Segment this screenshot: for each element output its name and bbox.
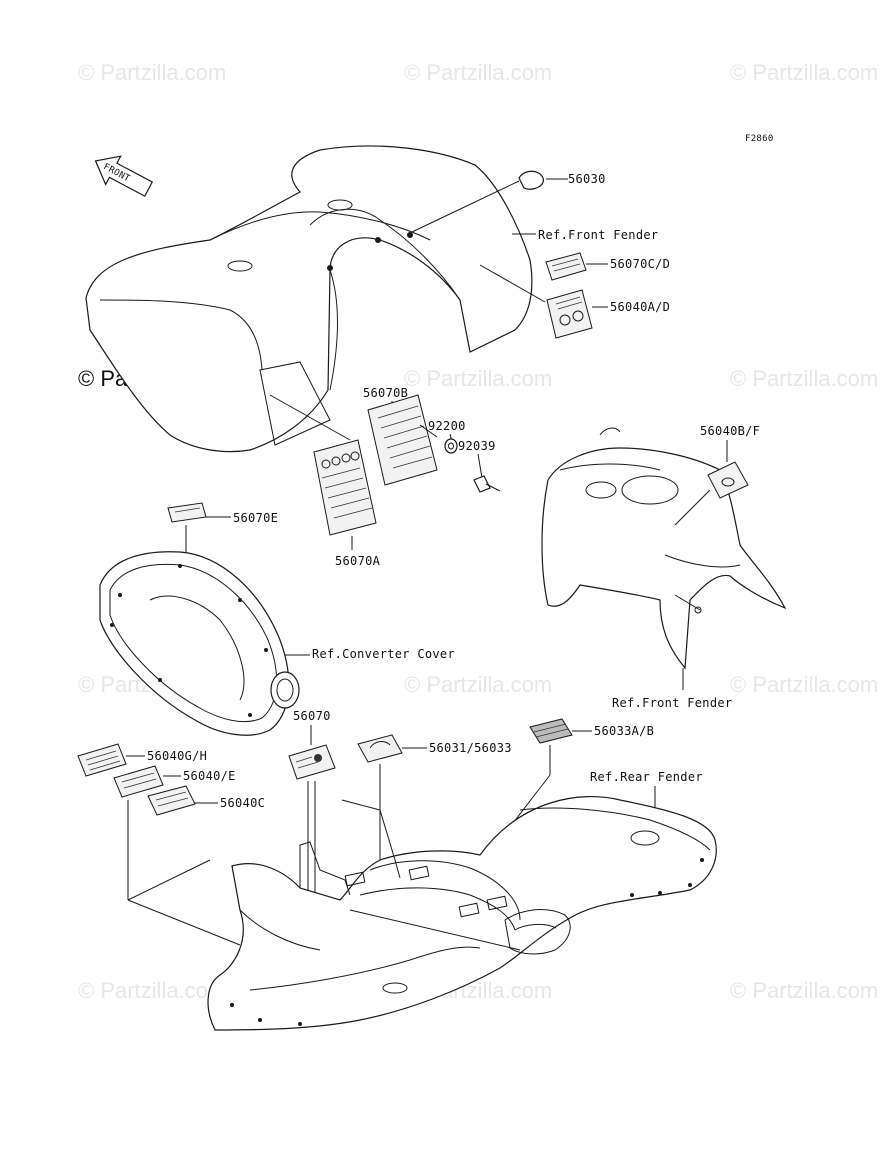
label-56031-56033: 56031/56033	[429, 741, 512, 755]
label-56040bf: 56040B/F	[700, 424, 760, 438]
label-56070cd: 56070C/D	[610, 257, 670, 271]
label-56070b: 56070B	[363, 386, 408, 400]
watermark: © Partzilla.com	[78, 978, 226, 1003]
label-ref-converter-cover: Ref.Converter Cover	[312, 647, 455, 661]
label-ref-rear-fender: Ref.Rear Fender	[590, 770, 703, 784]
label-56070: 56070	[293, 709, 331, 723]
watermark: © Partzilla.com	[730, 60, 878, 85]
front-fender-top	[85, 145, 533, 453]
watermark: © Partzilla.com	[730, 366, 878, 391]
pin-92039	[473, 475, 501, 493]
decal-56040c	[147, 785, 196, 816]
label-56040e: 56040/E	[183, 769, 236, 783]
decal-56040e	[113, 765, 164, 798]
watermark: © Partzilla.com	[404, 366, 552, 391]
rear-fender	[207, 795, 717, 1031]
part-56030-cap	[518, 170, 544, 190]
decal-56070a	[313, 439, 377, 536]
label-ref-front-fender-2: Ref.Front Fender	[612, 696, 732, 710]
decal-56070e	[167, 502, 207, 523]
label-56070e: 56070E	[233, 511, 278, 525]
decal-56040ad	[546, 289, 593, 339]
converter-cover	[99, 551, 300, 736]
decal-56040bf	[707, 461, 749, 499]
front-fender-right	[541, 427, 787, 670]
watermark: © Partzilla.com	[404, 672, 552, 697]
watermark: © Partzilla.com	[404, 60, 552, 85]
decal-56031-56033	[357, 734, 403, 763]
watermark: © Partzilla.com	[730, 978, 878, 1003]
front-arrow-icon: FRONT	[94, 155, 154, 197]
decal-56040gh	[77, 743, 127, 777]
decal-56033ab	[529, 718, 573, 744]
label-92039: 92039	[458, 439, 496, 453]
decal-56070	[288, 744, 336, 780]
watermark: © Partzilla.com	[730, 672, 878, 697]
label-56040gh: 56040G/H	[147, 749, 207, 763]
decal-56070cd	[545, 252, 587, 281]
figure-code: F2860	[745, 134, 774, 144]
label-92200: 92200	[428, 419, 466, 433]
label-56030: 56030	[568, 172, 606, 186]
label-56033ab: 56033A/B	[594, 724, 654, 738]
decal-56070b	[367, 394, 438, 486]
label-ref-front-fender-1: Ref.Front Fender	[538, 228, 658, 242]
watermark: © Partzilla.com	[78, 60, 226, 85]
washer-92200	[444, 438, 458, 454]
label-56070a: 56070A	[335, 554, 381, 568]
label-56040c: 56040C	[220, 796, 265, 810]
label-56040ad: 56040A/D	[610, 300, 670, 314]
